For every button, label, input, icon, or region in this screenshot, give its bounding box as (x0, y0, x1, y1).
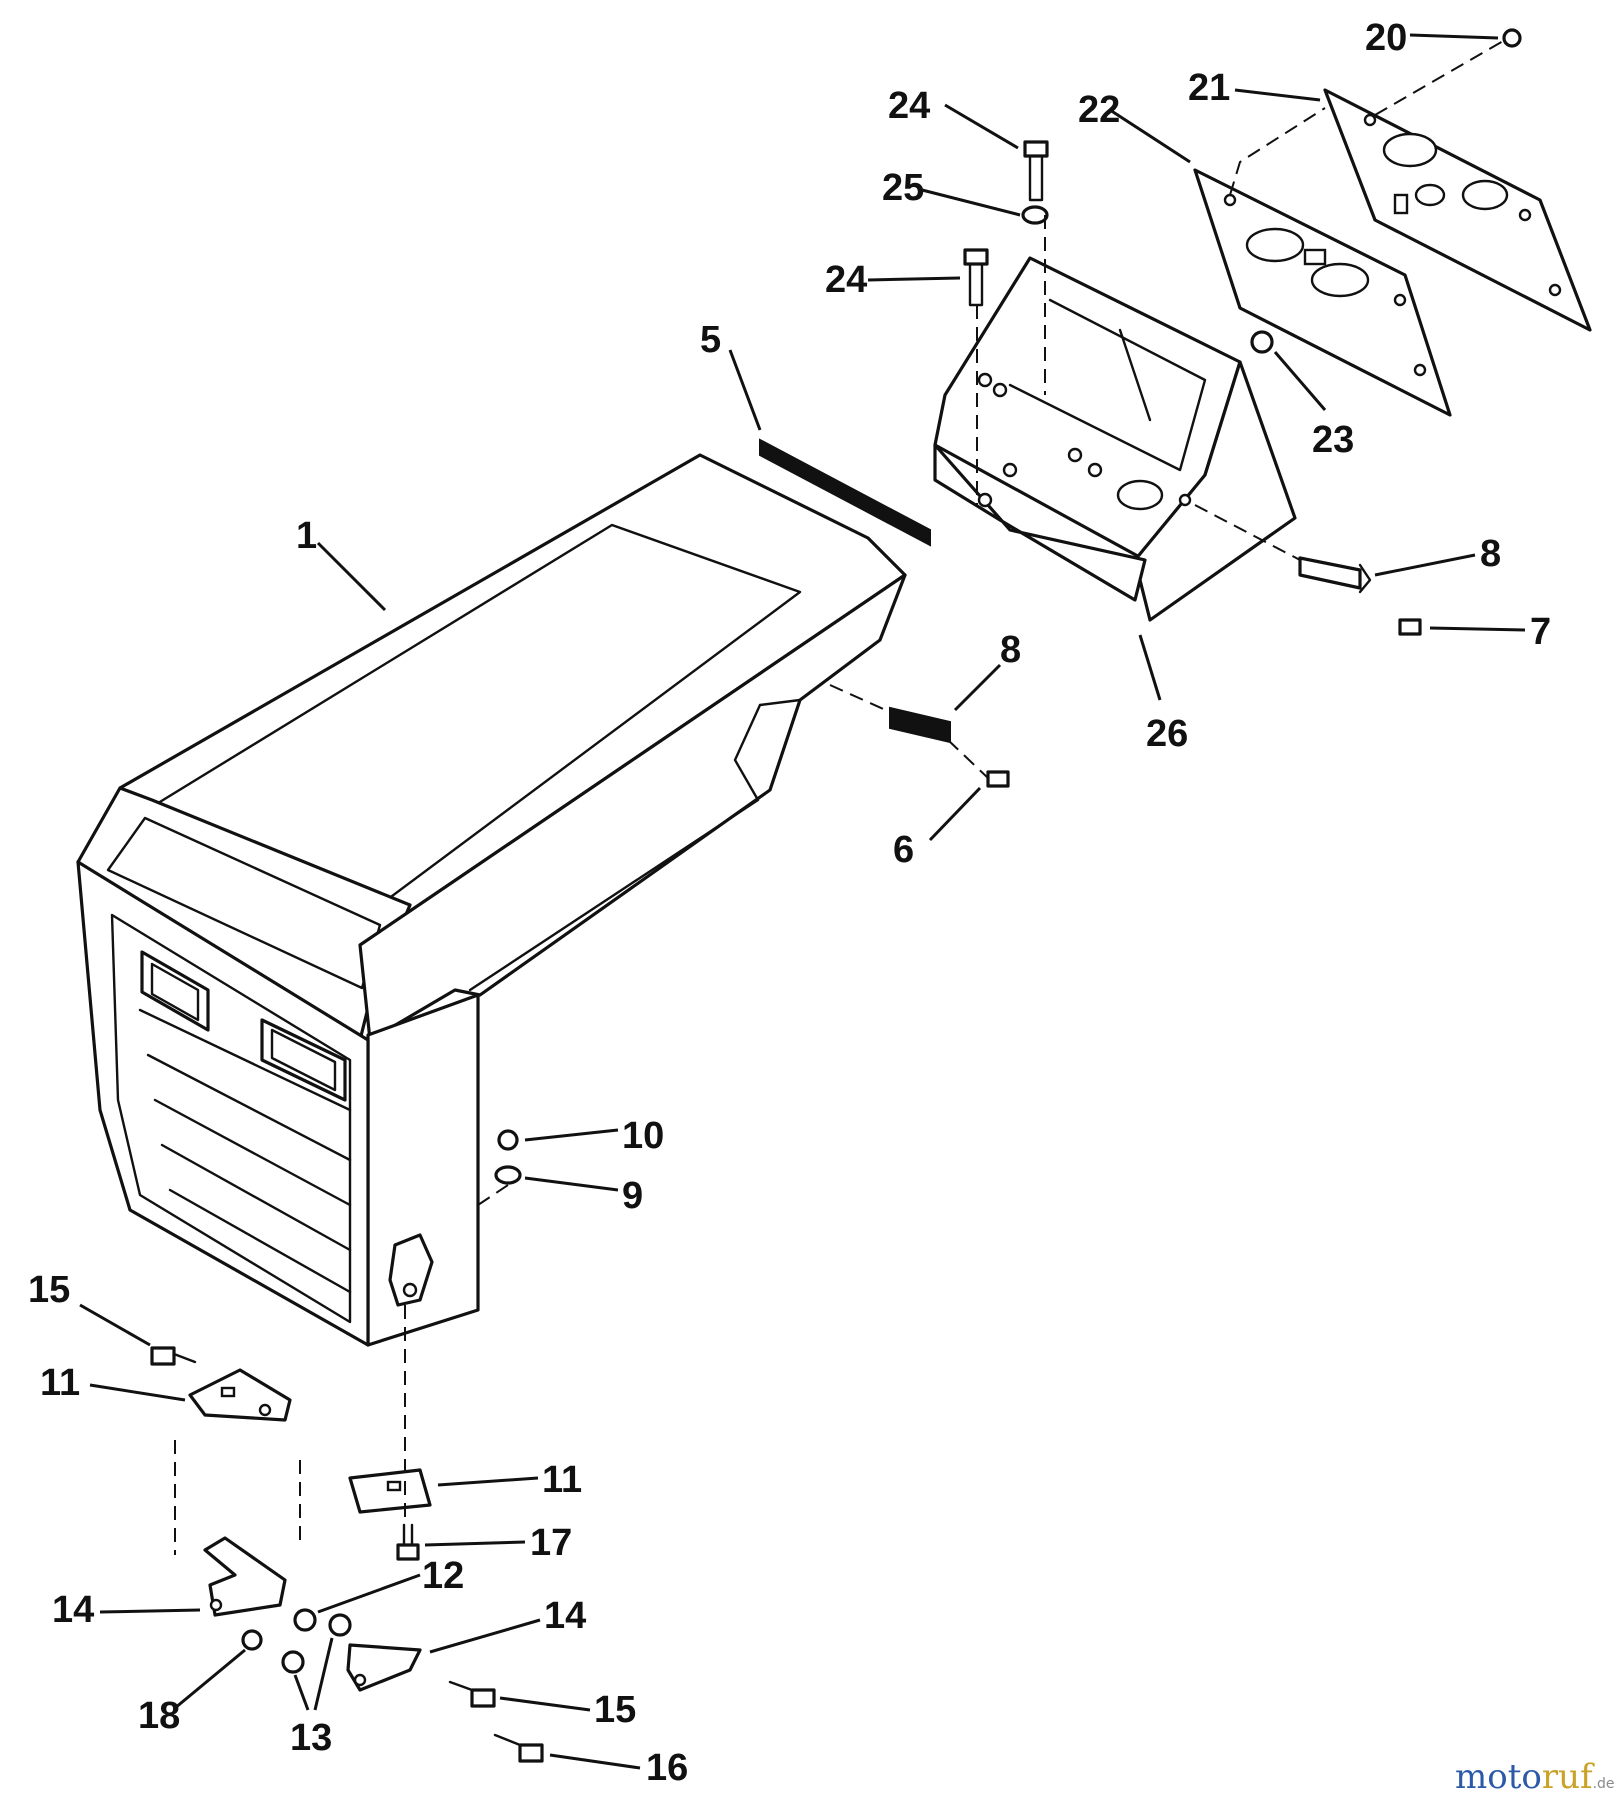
pin-part-6 (986, 770, 1010, 788)
bolt-part-15-bottom (448, 1680, 496, 1708)
nut-part-13 (281, 1613, 352, 1674)
callout-22: 22 (1078, 89, 1120, 131)
callout-24-bottom: 24 (825, 259, 867, 301)
callout-11-right: 11 (542, 1459, 582, 1501)
callout-9: 9 (622, 1175, 643, 1217)
svg-text:motoruf.de: motoruf.de (1455, 1757, 1615, 1797)
decal-part-5 (759, 438, 931, 547)
latch-part-8-right (1298, 556, 1372, 594)
callout-7: 7 (1530, 611, 1551, 653)
callout-labels: 1 5 6 7 8 8 9 10 11 11 12 13 14 14 15 15… (28, 17, 1551, 1789)
bolt-part-17 (396, 1523, 420, 1561)
latch-part-8-left (889, 706, 951, 744)
watermark-logo: motoruf.de (1455, 1757, 1615, 1797)
bolt-part-24-a (1023, 140, 1049, 202)
washer-part-25 (1021, 205, 1049, 225)
callout-13: 13 (290, 1717, 332, 1759)
callout-8-right: 8 (1480, 533, 1501, 575)
hinge-arm-part-14-left (203, 1536, 287, 1617)
callout-6: 6 (893, 829, 914, 871)
panel-part-21 (1323, 88, 1592, 332)
bolt-part-16 (493, 1733, 544, 1763)
bolt-part-15-top (150, 1346, 197, 1366)
callout-leaders (79, 33, 1526, 1770)
plate-part-22 (1193, 168, 1452, 417)
callout-20: 20 (1365, 17, 1407, 59)
callout-8-left: 8 (1000, 629, 1021, 671)
nut-part-12 (293, 1608, 317, 1632)
screw-part-20 (1502, 28, 1522, 48)
bolt-part-24-b (963, 248, 989, 307)
callout-18: 18 (138, 1695, 180, 1737)
callout-1: 1 (296, 515, 317, 557)
callout-11-left: 11 (40, 1362, 80, 1404)
callout-23: 23 (1312, 419, 1354, 461)
assembly-lines (174, 39, 1506, 1555)
callout-15-top: 15 (28, 1269, 70, 1311)
callout-17: 17 (530, 1522, 572, 1564)
callout-14-right: 14 (544, 1595, 586, 1637)
hinge-arm-part-14-right (346, 1643, 422, 1692)
callout-25: 25 (882, 167, 924, 209)
callout-12: 12 (422, 1555, 464, 1597)
callout-5: 5 (700, 319, 721, 361)
hinge-plate-part-11-right (348, 1468, 432, 1514)
nut-part-18 (241, 1629, 263, 1651)
washer-part-9 (494, 1165, 522, 1185)
hood-part-1 (76, 453, 907, 1347)
nut-part-23 (1250, 330, 1274, 354)
callout-15-bottom: 15 (594, 1689, 636, 1731)
callout-24-top: 24 (888, 85, 930, 127)
callout-10: 10 (622, 1115, 664, 1157)
hinge-plate-part-11-left (188, 1368, 292, 1422)
callout-16: 16 (646, 1747, 688, 1789)
dash-bracket-part-26 (933, 256, 1297, 622)
pin-part-7 (1398, 618, 1422, 636)
callout-26: 26 (1146, 713, 1188, 755)
nut-part-10 (497, 1129, 519, 1151)
callout-14-left: 14 (52, 1589, 94, 1631)
callout-21: 21 (1188, 67, 1230, 109)
